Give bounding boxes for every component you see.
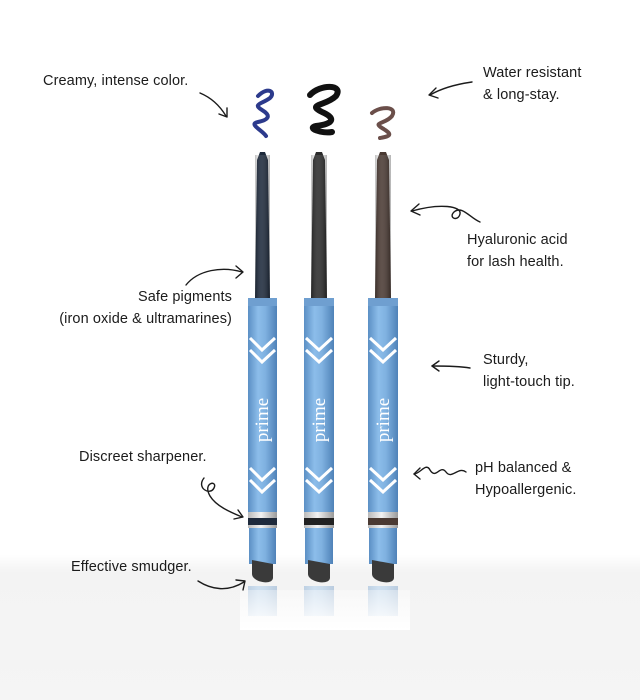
water-line1: Water resistant — [483, 65, 582, 81]
sturdy-label: Sturdy, light-touch tip. — [483, 349, 575, 393]
sturdy-line1: Sturdy, — [483, 352, 529, 368]
navy-band — [248, 518, 277, 525]
ph-line2: Hypoallergenic. — [475, 482, 577, 498]
brown-band — [368, 518, 398, 525]
smudger-arrow — [197, 580, 245, 590]
safe-label: Safe pigments (iron oxide & ultramarines… — [36, 286, 232, 330]
black-swatch — [307, 83, 341, 136]
sturdy-arrow — [431, 365, 471, 369]
brown-brand-logo: prime — [373, 398, 394, 442]
ph-label: pH balanced & Hypoallergenic. — [475, 457, 576, 501]
sharpener-text: Discreet sharpener. — [79, 449, 207, 465]
hyaluronic-label: Hyaluronic acid for lash health. — [467, 229, 568, 273]
navy-brand-logo: prime — [252, 398, 273, 442]
hyaluronic-arrow-head — [410, 203, 421, 216]
water-label: Water resistant & long-stay. — [483, 62, 581, 106]
safe-line2: (iron oxide & ultramarines) — [59, 311, 232, 327]
brown-swatch — [370, 106, 396, 140]
sturdy-arrow-head — [431, 360, 440, 372]
navy-pencil: prime — [248, 152, 277, 616]
safe-line1: Safe pigments — [138, 289, 232, 305]
hyaluronic-arrow — [411, 205, 481, 223]
navy-smudger-base — [249, 528, 276, 564]
creamy-arrow — [199, 92, 227, 117]
water-line2: & long-stay. — [483, 87, 560, 103]
sharpener-arrow — [200, 477, 243, 518]
creamy-arrow-head — [218, 107, 228, 118]
safe-arrow — [185, 268, 243, 286]
navy-smudger — [252, 560, 273, 583]
ph-line1: pH balanced & — [475, 460, 572, 476]
sharpener-arrow-head — [233, 509, 244, 520]
sturdy-line2: light-touch tip. — [483, 374, 575, 390]
ph-arrow-head — [413, 467, 421, 480]
black-pencil: prime — [304, 152, 334, 616]
water-arrow-head — [428, 87, 439, 99]
water-arrow — [429, 81, 473, 96]
navy-swatch — [252, 88, 275, 138]
smudger-label: Effective smudger. — [71, 556, 192, 578]
creamy-label: Creamy, intense color. — [43, 70, 188, 92]
smudger-arrow-head — [235, 579, 246, 591]
brown-pencil: prime — [368, 152, 398, 616]
black-band — [304, 518, 334, 525]
creamy-text: Creamy, intense color. — [43, 73, 189, 89]
smudger-text: Effective smudger. — [71, 559, 192, 575]
safe-arrow-head — [235, 265, 244, 279]
black-brand-logo: prime — [309, 398, 330, 442]
sharpener-label: Discreet sharpener. — [79, 446, 207, 468]
hyaluronic-line1: Hyaluronic acid — [467, 232, 568, 248]
hyaluronic-line2: for lash health. — [467, 254, 564, 270]
black-smudger-base — [305, 528, 333, 564]
brown-smudger — [372, 560, 394, 583]
black-smudger — [308, 560, 330, 583]
brown-smudger-base — [369, 528, 397, 564]
ph-arrow — [413, 466, 467, 476]
